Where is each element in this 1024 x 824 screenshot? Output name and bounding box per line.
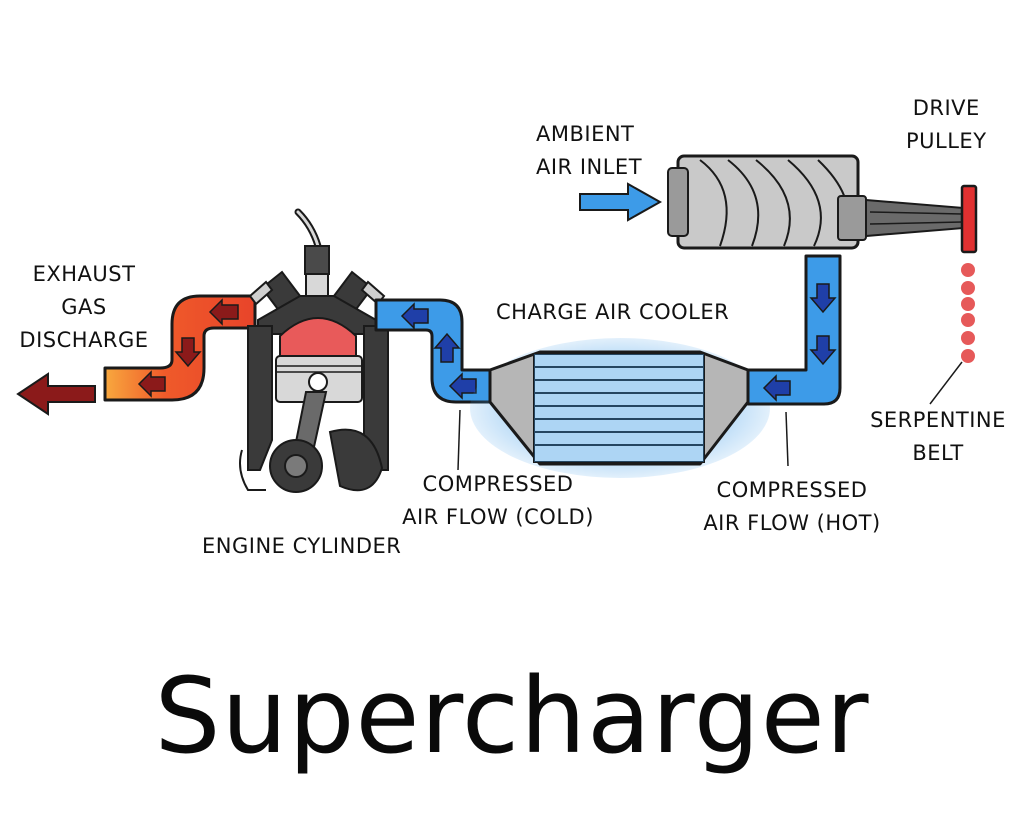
ambient-air-inlet-arrow [579, 182, 663, 222]
hot-flow-arrow [809, 335, 837, 366]
serpentine-belt-label-line: SERPENTINE [870, 408, 1006, 432]
ambient-air-inlet-label: AMBIENT AIR INLET [536, 118, 642, 184]
exhaust-flow-arrow [174, 337, 202, 368]
compressed-air-cold-label: COMPRESSED AIR FLOW (COLD) [388, 468, 608, 534]
cold-air-flow-arrows [400, 302, 477, 400]
compressed-cold-label-line: AIR FLOW (COLD) [402, 505, 594, 529]
leader-line-belt [929, 361, 963, 405]
compressed-cold-label-line: COMPRESSED [422, 472, 574, 496]
serpentine-belt-label-line: BELT [912, 441, 964, 465]
hot-air-pipe [746, 254, 842, 406]
drive-pulley [960, 184, 978, 254]
serpentine-belt [961, 263, 975, 363]
drive-shaft [865, 198, 965, 238]
ambient-air-inlet-label-line: AIR INLET [536, 155, 643, 179]
engine-cylinder-text: ENGINE CYLINDER [202, 534, 402, 558]
exhaust-discharge-arrow [16, 372, 96, 416]
ambient-air-inlet-label-line: AMBIENT [536, 122, 635, 146]
cold-flow-arrow [400, 302, 429, 330]
engine-cylinder-label: ENGINE CYLINDER [202, 530, 401, 563]
leader-lines [457, 361, 963, 471]
engine-cylinder [239, 208, 389, 493]
serpentine-belt-label: SERPENTINE BELT [858, 404, 1018, 470]
exhaust-label-line: EXHAUST [32, 262, 136, 286]
charge-air-cooler-text: CHARGE AIR COOLER [496, 300, 730, 324]
supercharger-compressor [667, 154, 867, 250]
compressed-hot-label-line: COMPRESSED [716, 478, 868, 502]
exhaust-gas-discharge-label: EXHAUST GAS DISCHARGE [8, 258, 160, 357]
exhaust-label-line: DISCHARGE [19, 328, 149, 352]
charge-air-cooler-label: CHARGE AIR COOLER [496, 296, 729, 329]
drive-pulley-label: DRIVE PULLEY [906, 92, 987, 158]
hot-flow-arrow [809, 283, 837, 314]
exhaust-flow-arrows [137, 298, 239, 398]
leader-line-hot [785, 411, 789, 467]
exhaust-flow-arrow [137, 370, 166, 398]
charge-air-cooler [470, 338, 770, 478]
compressed-hot-label-line: AIR FLOW (HOT) [703, 511, 881, 535]
exhaust-pipe [103, 294, 257, 402]
cold-flow-arrow [433, 332, 461, 363]
hot-air-flow-arrows [762, 283, 837, 402]
drive-pulley-label-line: PULLEY [906, 129, 987, 153]
exhaust-label-line: GAS [61, 295, 107, 319]
leader-line-cold [457, 409, 461, 471]
drive-pulley-label-line: DRIVE [912, 96, 980, 120]
page-title: Supercharger [154, 655, 870, 777]
exhaust-flow-arrow [208, 298, 239, 326]
hot-flow-arrow [762, 374, 791, 402]
compressed-air-hot-label: COMPRESSED AIR FLOW (HOT) [692, 474, 892, 540]
